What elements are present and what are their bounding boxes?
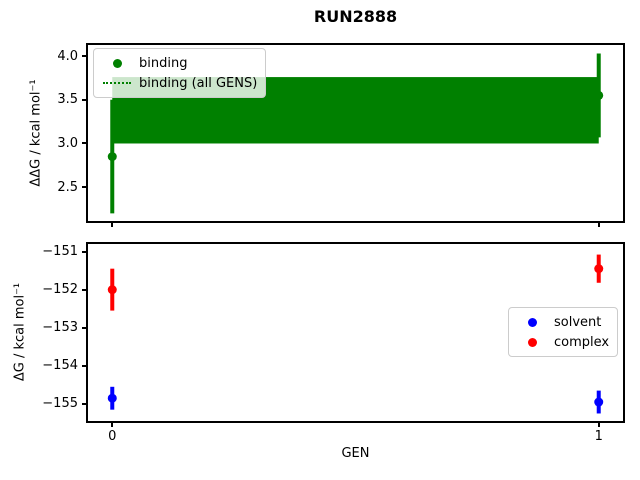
dotted-line-icon: [102, 82, 132, 84]
x-tick: [111, 223, 114, 227]
marker-icon: [102, 58, 132, 68]
y-tick-label: 3.0: [57, 135, 78, 151]
y-tick: [82, 364, 86, 367]
x-tick-label: 0: [108, 429, 117, 444]
deltag-plot-area: solvent complex: [86, 242, 625, 423]
y-tick-label: −152: [42, 282, 78, 298]
x-tick: [597, 223, 600, 227]
solvent-point: [594, 397, 604, 407]
legend-marker-dot: [112, 58, 122, 68]
x-tick-label: 1: [594, 429, 603, 444]
binding-plot-area: binding binding (all GENS): [86, 43, 625, 223]
marker-icon: [517, 317, 547, 327]
dg-panel-canvas: [86, 242, 625, 423]
binding-point: [594, 90, 604, 100]
figure-title: RUN2888: [313, 7, 398, 26]
x-tick: [111, 423, 114, 427]
y-tick: [82, 55, 86, 58]
legend-item-solvent: solvent: [517, 312, 609, 332]
dg-panel-legend: solvent complex: [508, 307, 619, 357]
legend-item-complex: complex: [517, 332, 609, 352]
y-tick-label: −151: [42, 244, 78, 260]
y-tick-label: −153: [42, 320, 78, 336]
legend-label: complex: [554, 334, 610, 350]
axes-frame: [86, 242, 625, 423]
y-tick: [82, 186, 86, 189]
y-tick: [82, 142, 86, 145]
legend-marker-dot: [527, 337, 537, 347]
y-tick-label: −154: [42, 358, 78, 374]
solvent-point: [107, 393, 117, 403]
x-axis-label: GEN: [341, 446, 370, 461]
y-tick: [82, 402, 86, 405]
legend-label: solvent: [554, 314, 602, 330]
y-tick-label: 3.5: [57, 92, 78, 108]
y-tick: [82, 98, 86, 101]
legend-item-binding: binding: [102, 53, 257, 73]
legend-marker-dot: [527, 317, 537, 327]
y-tick-label: −155: [42, 396, 78, 412]
axes-frame: [86, 43, 625, 223]
legend-item-binding-all-gens-: binding (all GENS): [102, 73, 257, 93]
x-tick: [597, 423, 600, 427]
marker-icon: [517, 337, 547, 347]
y-tick: [82, 326, 86, 329]
complex-point: [594, 264, 604, 274]
complex-point: [107, 285, 117, 295]
binding-panel-legend: binding binding (all GENS): [93, 48, 267, 98]
legend-label: binding: [139, 55, 188, 71]
legend-dotted-line: [103, 82, 131, 84]
y-tick: [82, 250, 86, 253]
y-tick: [82, 288, 86, 291]
legend-label: binding (all GENS): [139, 75, 258, 91]
binding-point: [107, 152, 117, 162]
y-tick-label: 4.0: [57, 48, 78, 64]
y-tick-label: 2.5: [57, 179, 78, 195]
